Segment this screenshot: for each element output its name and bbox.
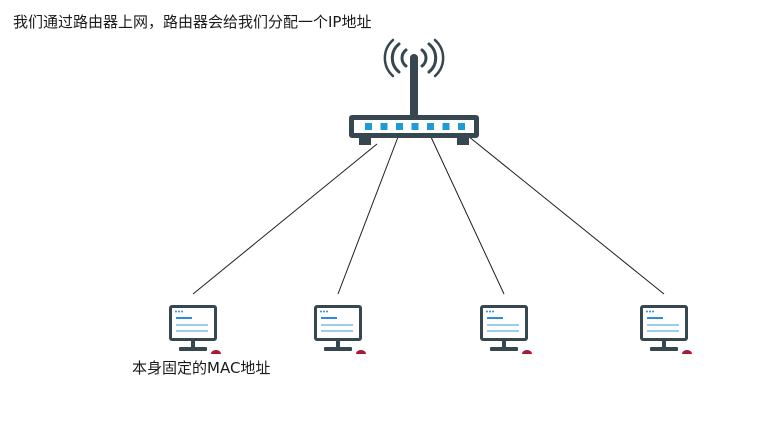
mouse-icon — [682, 350, 692, 354]
desktop-computer-icon — [640, 305, 692, 354]
mouse-icon — [522, 350, 532, 354]
wifi-signal-icon — [383, 38, 445, 78]
top-caption: 我们通过路由器上网，路由器会给我们分配一个IP地址 — [13, 13, 372, 31]
network-link — [430, 136, 505, 295]
wifi-router-icon — [349, 38, 479, 145]
desktop-computer-icon — [169, 305, 221, 354]
network-link — [192, 143, 378, 295]
router-port — [396, 123, 403, 130]
mouse-icon — [211, 350, 221, 354]
router-port — [458, 123, 465, 130]
router-port — [442, 123, 450, 130]
network-link — [337, 136, 399, 295]
desktop-computer-icon — [314, 305, 366, 354]
router-port — [380, 123, 388, 130]
bottom-caption: 本身固定的MAC地址 — [132, 359, 271, 377]
router-port — [427, 123, 434, 130]
network-link — [467, 135, 665, 295]
router-port — [365, 123, 372, 130]
network-links — [192, 135, 665, 295]
router-port — [411, 123, 419, 130]
mouse-icon — [356, 350, 366, 354]
computers-group — [169, 305, 692, 354]
desktop-computer-icon — [480, 305, 532, 354]
